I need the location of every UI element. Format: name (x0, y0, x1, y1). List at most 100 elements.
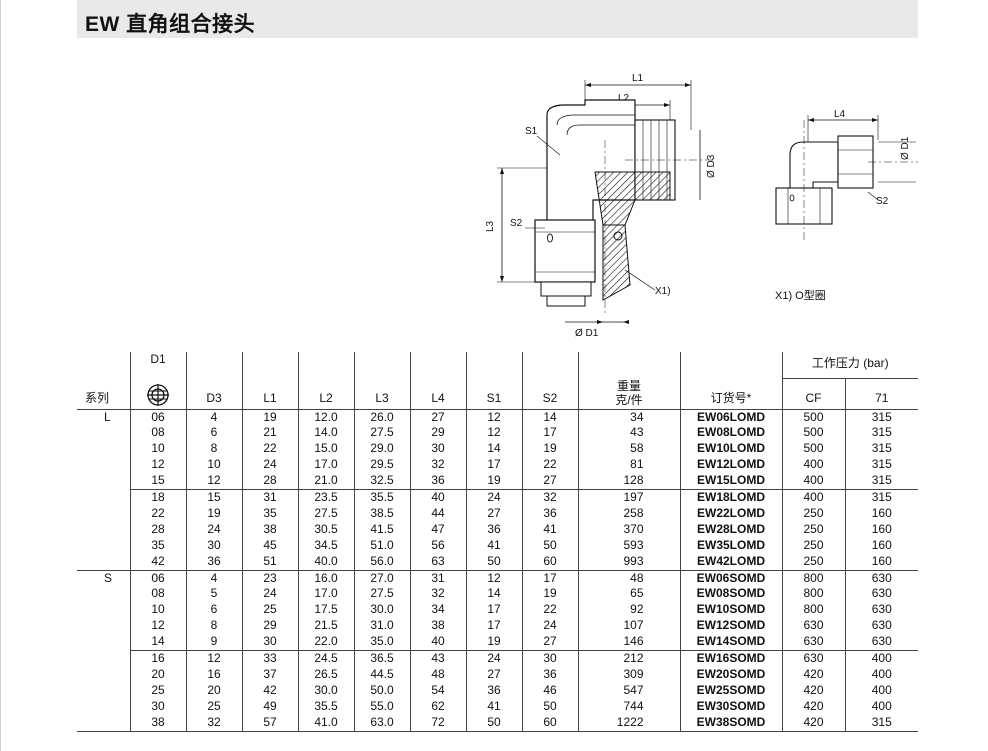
cell-s2: 50 (521, 698, 578, 715)
cell-weight: 309 (577, 667, 680, 683)
cell-l3: 55.0 (353, 698, 410, 715)
cell-order: EW38SOMD (679, 714, 782, 732)
section-hatch (594, 171, 671, 226)
label-d1-small: Ø D1 (900, 136, 911, 160)
cell-l3: 27.5 (353, 586, 410, 603)
cell-d3: 36 (185, 553, 242, 571)
cell-series: S (77, 569, 130, 587)
th-l3: L3 (353, 378, 410, 409)
cell-l1: 57 (241, 714, 298, 732)
cell-order: EW15LOMD (679, 473, 782, 490)
cell-l2: 21.5 (297, 618, 354, 635)
cell-cf: 420 (781, 682, 845, 699)
cell-s2: 19 (521, 586, 578, 603)
cell-series (77, 586, 130, 602)
cell-order: EW30SOMD (679, 698, 782, 715)
cell-p71: 160 (844, 505, 919, 522)
cell-p71: 400 (844, 667, 919, 683)
cell-cf: 800 (781, 586, 845, 603)
cell-weight: 212 (577, 650, 680, 667)
cell-d3: 6 (185, 602, 242, 619)
cell-d1: 35 (129, 537, 186, 554)
cell-l4: 34 (409, 602, 466, 619)
cell-p71: 315 (844, 489, 919, 506)
cell-l2: 14.0 (297, 425, 354, 442)
cell-s1: 24 (465, 489, 522, 506)
cell-l3: 27.5 (353, 425, 410, 442)
cell-d1: 08 (129, 425, 186, 442)
th-series-spacer (77, 352, 130, 379)
cell-d3: 32 (185, 714, 242, 732)
cell-p71: 315 (844, 408, 919, 426)
cell-series (77, 506, 130, 522)
cell-l2: 17.5 (297, 602, 354, 619)
cell-l2: 15.0 (297, 441, 354, 458)
cell-l1: 30 (241, 634, 298, 651)
cell-weight: 58 (577, 441, 680, 458)
cell-l2: 41.0 (297, 714, 354, 732)
cell-s2: 32 (521, 489, 578, 506)
cell-cf: 400 (781, 489, 845, 506)
cell-l1: 51 (241, 553, 298, 571)
cell-s2: 60 (521, 714, 578, 732)
cell-l3: 41.5 (353, 521, 410, 538)
th-weight-line2: 克/件 (615, 392, 643, 407)
cell-s1: 27 (465, 505, 522, 522)
cell-d3: 4 (185, 569, 242, 587)
cell-p71: 400 (844, 650, 919, 667)
cell-l2: 27.5 (297, 505, 354, 522)
cell-s2: 19 (521, 441, 578, 458)
cell-s1: 12 (465, 569, 522, 587)
cell-series (77, 634, 130, 650)
cell-d1: 38 (129, 714, 186, 732)
th-spacer (353, 352, 410, 379)
label-s2: S2 (510, 218, 523, 229)
cell-d3: 19 (185, 505, 242, 522)
cell-d1: 20 (129, 667, 186, 683)
cell-d1: 16 (129, 650, 186, 667)
fitting-symbol-icon (147, 383, 169, 406)
th-l4: L4 (409, 378, 466, 409)
cell-cf: 420 (781, 714, 845, 732)
cell-order: EW35LOMD (679, 537, 782, 554)
cell-l4: 62 (409, 698, 466, 715)
cell-weight: 81 (577, 457, 680, 474)
th-d3: D3 (185, 378, 242, 409)
th-cf: CF (781, 378, 845, 409)
cell-l2: 40.0 (297, 553, 354, 571)
cell-l3: 38.5 (353, 505, 410, 522)
th-weight: 重量 克/件 (577, 378, 680, 409)
cell-weight: 48 (577, 569, 680, 587)
cell-l1: 38 (241, 521, 298, 538)
lower-nut (534, 219, 596, 283)
main-fitting-drawing: L1 L2 L3 Ø D3 Ø D1 X1) S1 S2 Ø D1 (485, 60, 720, 340)
cell-s1: 27 (465, 667, 522, 683)
cell-s2: 17 (521, 425, 578, 442)
cell-l4: 32 (409, 586, 466, 603)
cell-weight: 34 (577, 408, 680, 426)
cell-s1: 50 (465, 714, 522, 732)
cell-d1: 06 (129, 408, 186, 426)
cell-l1: 31 (241, 489, 298, 506)
cell-l4: 32 (409, 457, 466, 474)
th-d1: D1 (129, 352, 186, 379)
cell-s2: 30 (521, 650, 578, 667)
cell-s1: 17 (465, 618, 522, 635)
cell-series (77, 618, 130, 634)
cell-l4: 31 (409, 569, 466, 587)
cell-p71: 630 (844, 586, 919, 603)
cell-l4: 43 (409, 650, 466, 667)
cell-d3: 12 (185, 473, 242, 490)
th-spacer (409, 352, 466, 379)
cell-series (77, 425, 130, 441)
cell-order: EW16SOMD (679, 650, 782, 667)
cell-cf: 400 (781, 457, 845, 474)
cell-order: EW12SOMD (679, 618, 782, 635)
cell-d1: 12 (129, 457, 186, 474)
cell-cf: 500 (781, 425, 845, 442)
cell-d1: 28 (129, 521, 186, 538)
